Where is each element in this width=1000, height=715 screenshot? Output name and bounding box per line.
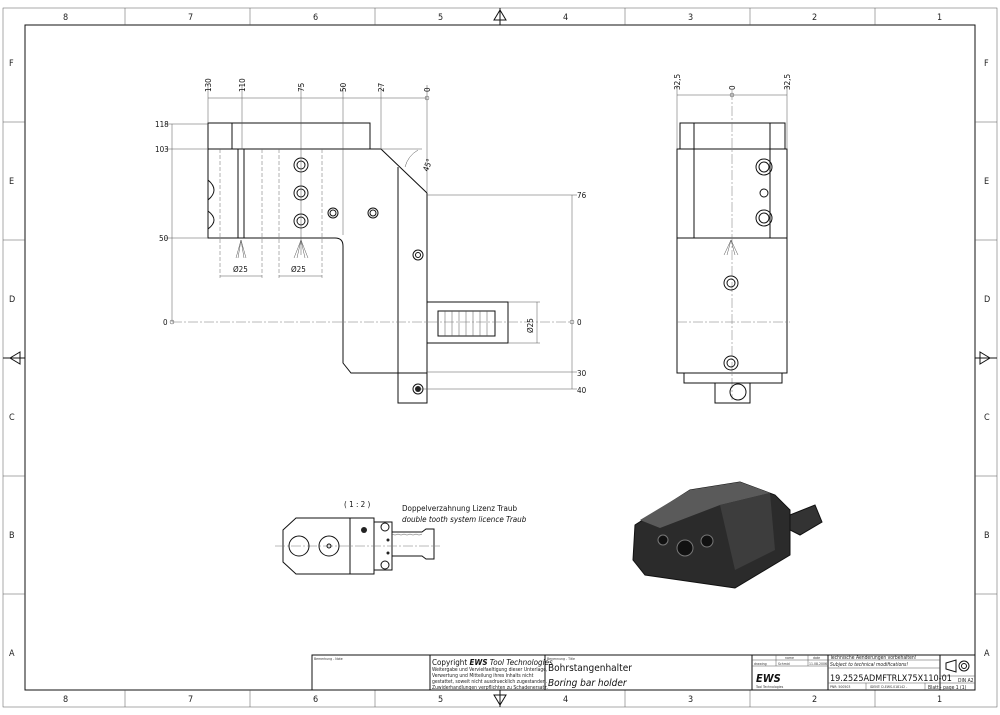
grid-ticks [3,8,997,707]
svg-text:5: 5 [438,13,443,23]
diameter-label: Ø25 [291,264,306,274]
svg-text:0: 0 [423,87,432,92]
svg-text:E: E [9,177,14,187]
svg-text:4: 4 [563,13,568,23]
svg-text:130: 130 [204,78,213,92]
svg-text:F: F [9,59,14,69]
svg-text:6: 6 [313,695,318,705]
svg-text:3: 3 [688,695,693,705]
svg-text:Schmid: Schmid [778,662,790,666]
svg-text:0: 0 [163,318,168,327]
title-en: Boring bar holder [548,678,628,689]
svg-text:Benennung - Title: Benennung - Title [547,657,575,661]
diameter-label: Ø25 [525,318,535,333]
svg-text:2: 2 [812,695,817,705]
svg-text:IDENT: D-EWS-018142 -: IDENT: D-EWS-018142 - [870,685,907,689]
serration [437,310,496,337]
svg-text:27: 27 [377,83,386,92]
title-de: Bohrstangenhalter [548,663,632,674]
svg-text:50: 50 [159,234,169,243]
row-labels: F E D C B A F E D C B A [9,59,990,659]
svg-text:B: B [9,531,15,541]
angle-label: 45° [421,158,434,173]
svg-text:7: 7 [188,695,193,705]
svg-text:Zuwiderhandlungen verpflichten: Zuwiderhandlungen verpflichten zu Schade… [432,685,548,691]
svg-text:32,5: 32,5 [783,74,792,90]
svg-text:6: 6 [313,13,318,23]
svg-text:PNR: 500503: PNR: 500503 [830,685,850,689]
svg-text:30: 30 [577,369,587,378]
svg-text:B: B [984,531,990,541]
outer-frame [2,7,998,708]
svg-text:0: 0 [728,85,737,90]
svg-text:0: 0 [577,318,582,327]
svg-text:8: 8 [63,13,68,23]
svg-text:1: 1 [937,695,942,705]
svg-text:50: 50 [339,82,348,92]
left-dimension-labels: 118 103 50 0 [155,120,169,327]
svg-text:11.08.2006: 11.08.2006 [809,662,827,666]
svg-text:E: E [984,177,989,187]
svg-text:Bemerkung - Note: Bemerkung - Note [314,657,343,661]
scale-label: ( 1 : 2 ) [344,500,371,509]
title-block: Bemerkung - Note Copyright EWS Tool Tech… [311,654,976,691]
svg-text:1: 1 [937,13,942,23]
svg-text:40: 40 [577,386,587,395]
svg-text:DIN A2: DIN A2 [958,678,974,684]
svg-text:103: 103 [155,145,169,154]
top-dimension-labels: 130 110 75 50 27 0 [204,78,432,92]
drawing-number: 19.2525ADMFTRLX75X110-01 [830,674,952,684]
bolt-holes [293,157,424,261]
svg-text:Verwertung und Mitteilung ihre: Verwertung und Mitteilung ihres Inhalts … [432,673,534,679]
svg-text:Blatt - page 1 (1): Blatt - page 1 (1) [928,685,967,691]
top-view: ( 1 : 2 ) Doppelverzahnung Lizenz Traub … [275,500,527,575]
body-outline [207,148,428,374]
note-en: double tooth system licence Traub [402,515,527,524]
svg-text:D: D [9,295,15,305]
svg-text:C: C [984,413,990,423]
svg-text:32,5: 32,5 [673,74,682,90]
side-holes [723,158,773,371]
svg-text:A: A [984,649,990,659]
svg-text:Technische Aenderungen vorbeha: Technische Aenderungen vorbehalten! [829,655,917,661]
front-view: 130 110 75 50 27 0 118 103 50 0 76 0 30 … [155,78,587,404]
svg-text:75: 75 [297,83,306,92]
svg-text:4: 4 [563,695,568,705]
svg-text:Subject to technical modificat: Subject to technical modifications! [830,662,908,668]
svg-text:2: 2 [812,13,817,23]
svg-text:Copyright EWS Tool Technologie: Copyright EWS Tool Technologies [432,658,553,667]
svg-text:3: 3 [688,13,693,23]
svg-text:5: 5 [438,695,443,705]
svg-text:7: 7 [188,13,193,23]
svg-text:drawing: drawing [754,662,767,666]
centering-marks [3,8,997,707]
ews-logo: EWS [756,672,781,685]
svg-text:D: D [984,295,990,305]
side-view: 32,5 0 32,5 [673,74,792,404]
svg-text:110: 110 [238,78,247,92]
svg-text:Weitergabe und Vervielfaeltigu: Weitergabe und Vervielfaeltigung dieser … [432,667,547,673]
svg-text:8: 8 [63,695,68,705]
svg-text:Tool Technologies: Tool Technologies [756,685,784,689]
svg-text:A: A [9,649,15,659]
bottom-lug [397,372,428,404]
svg-text:118: 118 [155,120,169,129]
svg-text:gestattet, soweit nicht ausdru: gestattet, soweit nicht ausdruecklich zu… [432,679,547,685]
isometric-view [632,481,823,589]
svg-text:C: C [9,413,15,423]
svg-text:date: date [813,656,820,660]
diameter-label: Ø25 [233,264,248,274]
svg-text:name: name [785,656,794,660]
svg-text:76: 76 [577,191,587,200]
note-de: Doppelverzahnung Lizenz Traub [402,504,517,513]
svg-text:F: F [984,59,989,69]
right-dimension-labels: 76 0 30 40 [577,191,587,395]
shank [426,301,509,344]
